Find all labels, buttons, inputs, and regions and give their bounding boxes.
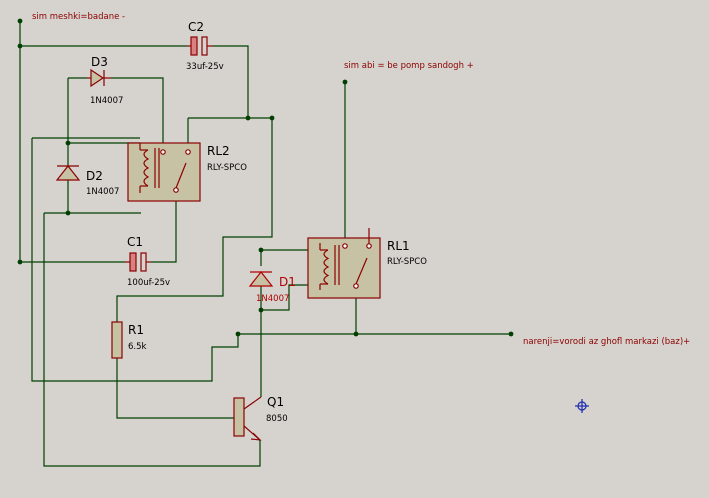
diode-d1[interactable]: D1 1N4007 (248, 271, 296, 304)
wires (19, 21, 511, 467)
d3-ref: D3 (91, 55, 108, 69)
crosshair-target-icon (575, 399, 589, 413)
relay-rl1[interactable]: RL1 RLY-SPCO (307, 228, 427, 299)
d1-value: 1N4007 (256, 294, 289, 304)
d2-value: 1N4007 (86, 187, 119, 197)
ground-note: sim meshki=badane - (32, 12, 125, 22)
transistor-q1[interactable]: Q1 8050 (233, 395, 288, 456)
d3-value: 1N4007 (90, 96, 123, 106)
rl2-value: RLY-SPCO (207, 163, 247, 173)
capacitor-c2[interactable]: C2 33uf-25v (186, 20, 224, 72)
diode-d2[interactable]: D2 1N4007 (55, 165, 119, 197)
junctions (17, 18, 514, 337)
c1-value: 100uf-25v (127, 278, 170, 288)
pump-note: sim abi = be pomp sandogh + (344, 61, 474, 71)
r1-value: 6.5k (128, 342, 147, 352)
relay-rl2[interactable]: RL2 RLY-SPCO (127, 142, 247, 202)
q1-value: 8050 (266, 414, 288, 424)
r1-ref: R1 (128, 323, 144, 337)
d2-ref: D2 (86, 169, 103, 183)
c2-ref: C2 (188, 20, 204, 34)
rl1-value: RLY-SPCO (387, 257, 427, 267)
capacitor-c1[interactable]: C1 100uf-25v (125, 235, 170, 288)
d1-ref: D1 (279, 275, 296, 289)
diode-d3[interactable]: D3 1N4007 (87, 55, 123, 106)
q1-ref: Q1 (267, 395, 284, 409)
c1-ref: C1 (127, 235, 143, 249)
rl2-ref: RL2 (207, 144, 230, 158)
c2-value: 33uf-25v (186, 62, 224, 72)
input-note: narenji=vorodi az ghofl markazi (baz)+ (523, 337, 690, 347)
resistor-r1[interactable]: R1 6.5k (111, 321, 147, 359)
rl1-ref: RL1 (387, 239, 410, 253)
